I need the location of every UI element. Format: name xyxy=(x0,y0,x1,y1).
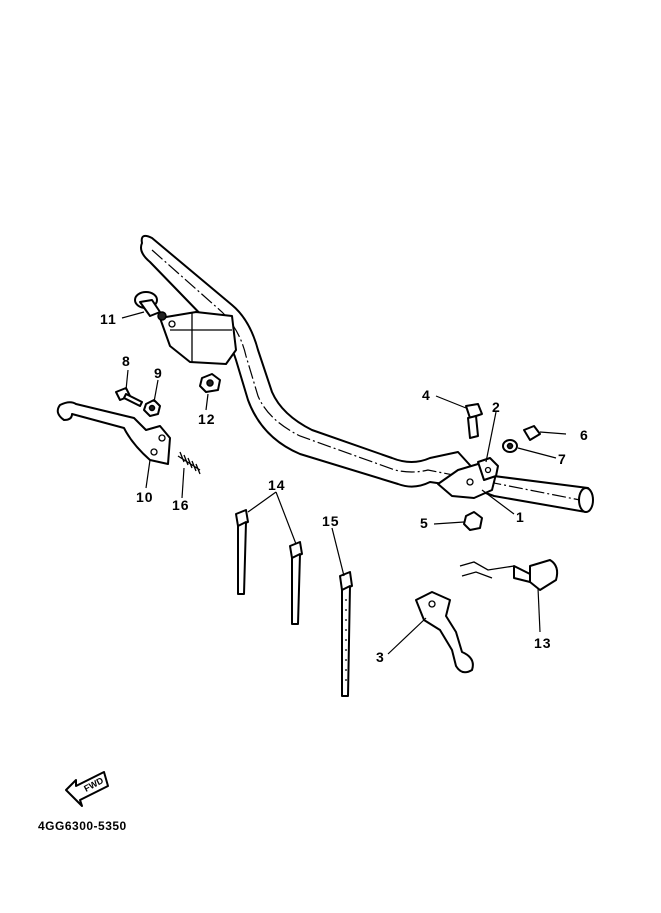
master-cylinder-clamp xyxy=(159,311,237,365)
part-4-bolt xyxy=(465,403,483,439)
leader-lines xyxy=(121,311,567,655)
callout-10: 10 xyxy=(136,489,154,505)
part-12-nut xyxy=(199,373,221,393)
fwd-arrow-icon: FWD xyxy=(65,771,109,807)
part-5-nut xyxy=(463,511,483,531)
callout-7: 7 xyxy=(558,451,567,467)
callout-2: 2 xyxy=(492,399,501,415)
callout-12: 12 xyxy=(198,411,216,427)
part-11-bolt xyxy=(134,291,167,321)
part-16-spring xyxy=(177,451,201,475)
callout-6: 6 xyxy=(580,427,589,443)
part-3-lever-right xyxy=(415,591,474,674)
part-1-perch-bracket xyxy=(437,457,499,499)
part-code: 4GG6300-5350 xyxy=(38,819,127,833)
callout-16: 16 xyxy=(172,497,190,513)
callout-9: 9 xyxy=(154,365,163,381)
part-14-cable-ties xyxy=(235,509,303,625)
callout-5: 5 xyxy=(420,515,429,531)
part-13-switch xyxy=(459,559,559,591)
part-10-lever-left xyxy=(56,401,171,465)
part-15-cable-tie xyxy=(339,571,353,697)
callout-15: 15 xyxy=(322,513,340,529)
handlebar xyxy=(140,234,594,513)
callout-11: 11 xyxy=(100,311,117,327)
callout-13: 13 xyxy=(534,635,552,651)
part-9-nut xyxy=(143,399,161,417)
part-6-bolt xyxy=(523,425,541,441)
part-7-nut xyxy=(502,439,518,453)
callout-1: 1 xyxy=(516,509,525,525)
callout-3: 3 xyxy=(376,649,385,665)
part-8-bolt xyxy=(115,387,143,407)
callout-labels: 1 2 3 4 5 6 7 8 9 10 11 12 13 14 15 16 xyxy=(100,311,589,665)
callout-4: 4 xyxy=(422,387,431,403)
callout-14: 14 xyxy=(268,477,286,493)
callout-8: 8 xyxy=(122,353,131,369)
